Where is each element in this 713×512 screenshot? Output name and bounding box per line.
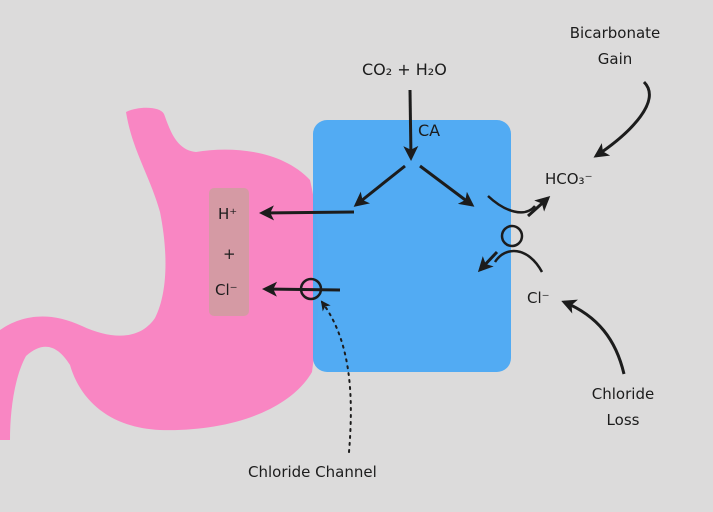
chloride-channel-pointer bbox=[320, 300, 352, 453]
bicarbonate-gain-line1: Bicarbonate bbox=[569, 24, 661, 42]
reaction-input-label: CO₂ + H₂O bbox=[362, 60, 447, 79]
exchanger-curve-upper bbox=[487, 195, 536, 214]
bicarbonate-gain-line2: Gain bbox=[597, 50, 633, 68]
chloride-channel-label: Chloride Channel bbox=[248, 463, 377, 481]
stomach-shape bbox=[0, 107, 320, 441]
split-arrow-left bbox=[353, 164, 406, 207]
chloride-channel-arrow bbox=[262, 281, 341, 297]
chloride-loss-line2: Loss bbox=[606, 411, 640, 429]
lumen-chloride-label: Cl⁻ bbox=[215, 281, 238, 299]
chloride-loss-arrow bbox=[561, 299, 626, 375]
chloride-entry-arrow bbox=[477, 250, 499, 273]
bicarbonate-label: HCO₃⁻ bbox=[545, 170, 593, 188]
proton-label: H⁺ bbox=[218, 205, 238, 223]
chloride-channel-symbol bbox=[299, 277, 323, 301]
input-arrow bbox=[403, 89, 419, 161]
parietal-cell bbox=[313, 120, 511, 372]
exchanger-symbol bbox=[500, 224, 524, 248]
blood-chloride-label: Cl⁻ bbox=[527, 289, 550, 307]
chloride-loss-line1: Chloride bbox=[591, 385, 655, 403]
plus-label: + bbox=[223, 245, 236, 263]
lumen-ion-box bbox=[209, 188, 249, 316]
bicarbonate-exit-arrow bbox=[526, 195, 551, 218]
split-arrow-right bbox=[419, 164, 475, 207]
exchanger-curve-lower bbox=[493, 249, 544, 273]
bicarbonate-gain-arrow bbox=[593, 80, 651, 158]
proton-arrow bbox=[259, 205, 355, 221]
enzyme-label: CA bbox=[418, 121, 441, 140]
